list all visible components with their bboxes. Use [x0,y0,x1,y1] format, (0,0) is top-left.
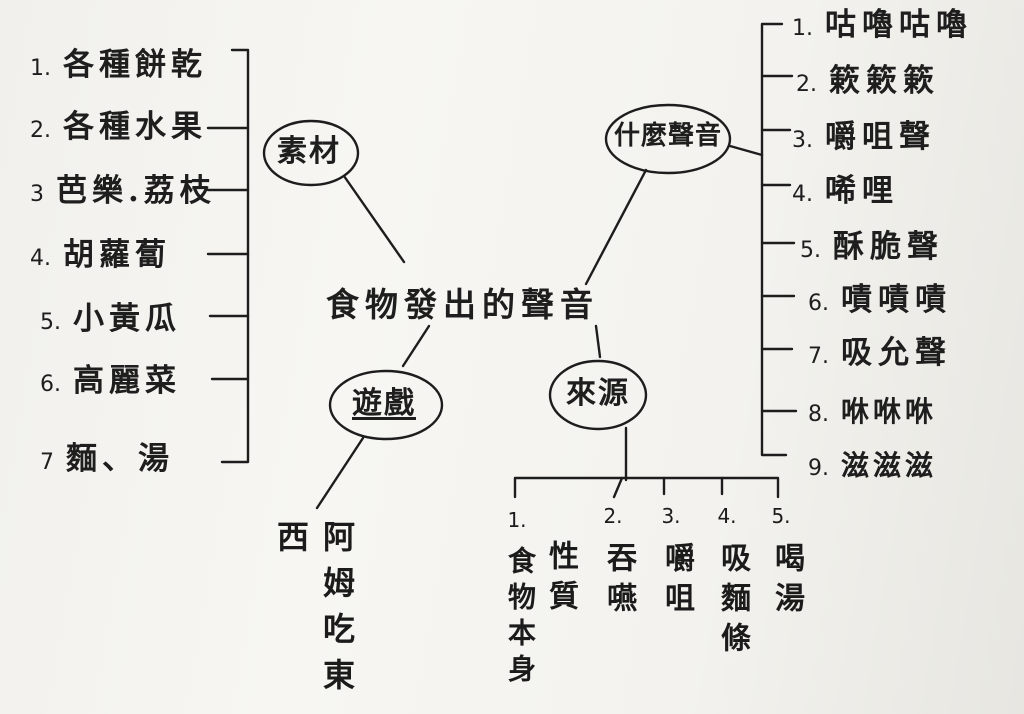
source-item: 4. 吸麵條 [715,504,750,662]
right-bracket [760,22,788,457]
sound-item: 5.酥脆聲 [800,229,944,265]
bubble-outline-materials [262,119,360,187]
bottom-bracket [513,476,780,499]
source-item: 5. 喝湯 [769,504,804,622]
material-item: 5.小黃瓜 [40,301,181,337]
bubble-materials: 素材 [277,134,341,169]
sound-item: 1.咕嚕咕嚕 [792,7,973,43]
bubble-outline-games [328,369,444,441]
center-title: 食物發出的聲音 [326,285,599,324]
sound-item: 6.嘖嘖嘖 [808,282,952,318]
sound-item: 8.咻咻咻 [808,395,938,428]
material-item: 1.各種餅乾 [30,47,207,83]
game-item: 阿姆吃東西 [272,520,356,704]
sound-item: 9.滋滋滋 [808,449,938,482]
bubble-games: 遊戲 [352,386,416,421]
sound-item: 2.簌簌簌 [796,63,940,99]
link-center-sources [594,324,602,359]
source-item: 2. 吞嚥 [601,504,636,622]
link-center-games [401,324,431,368]
link-center-materials [342,174,406,264]
source-item: 1. 食物本身 [504,508,537,690]
link-center-sounds [584,168,648,286]
sound-item: 4.唏哩 [792,173,899,209]
material-item: 2.各種水果 [30,109,207,145]
material-item: 4.胡蘿蔔 [30,237,171,273]
bubble-outline-sounds [604,103,732,175]
bubble-sources: 來源 [566,376,630,411]
sound-item: 7.吸允聲 [808,335,952,371]
source-item: 性質 [543,540,578,620]
material-item: 6.高麗菜 [40,363,181,399]
bubble-sounds: 什麼聲音 [614,121,723,151]
link-games-text [315,436,365,510]
left-bracket [220,48,250,464]
source-item: 3. 嚼咀 [659,504,694,622]
sound-item: 3.嚼咀聲 [792,119,936,155]
bubble-outline-sources [548,359,648,431]
link-sounds-bracket [728,144,764,157]
